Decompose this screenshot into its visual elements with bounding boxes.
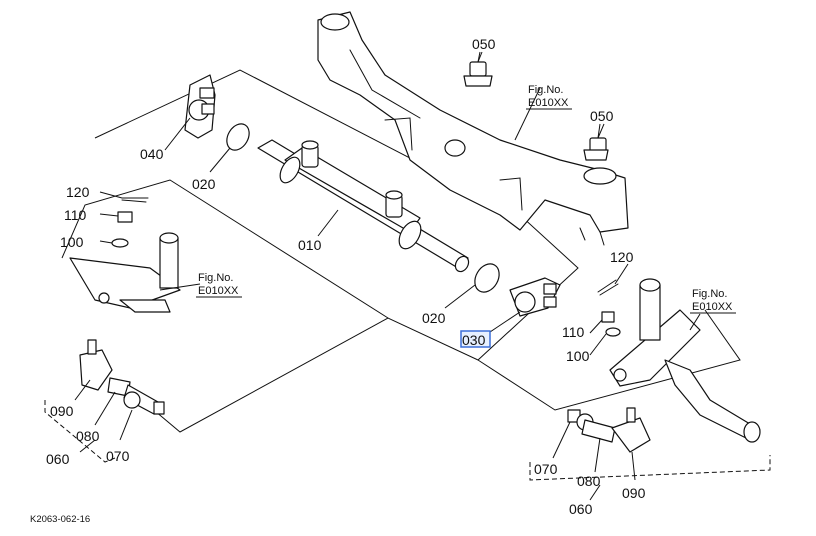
diagram-code: K2063-062-16: [30, 514, 90, 525]
svg-text:E010XX: E010XX: [692, 301, 733, 313]
nut-110-left: [117, 211, 133, 223]
svg-text:E010XX: E010XX: [198, 285, 239, 297]
left-knuckle: [69, 232, 181, 313]
fig-ref-right: Fig.No. E010XX: [690, 288, 736, 314]
tie-rod-right: [567, 407, 651, 453]
washer-100-left: [111, 238, 129, 248]
left-outline: [61, 179, 389, 319]
svg-text:E010XX: E010XX: [528, 97, 569, 109]
bracket-030: [509, 277, 561, 317]
callout-050-right[interactable]: 050: [590, 108, 614, 124]
svg-text:Fig.No.: Fig.No.: [528, 84, 563, 96]
cotter-pin-120-right: [597, 279, 619, 296]
callout-090-right[interactable]: 090: [622, 485, 646, 501]
callout-120-right[interactable]: 120: [610, 249, 634, 265]
svg-text:Fig.No.: Fig.No.: [692, 288, 727, 300]
bolt-050-right: [583, 123, 609, 161]
leader-lines: [74, 51, 701, 501]
callout-030[interactable]: 030: [462, 332, 486, 348]
left-group-bracket: [44, 400, 116, 463]
right-knuckle: [609, 278, 761, 443]
nut-110-right: [601, 311, 615, 323]
callout-110-right[interactable]: 110: [562, 324, 585, 340]
bolt-050-top: [463, 51, 493, 87]
washer-100-right: [605, 327, 621, 337]
svg-text:Fig.No.: Fig.No.: [198, 272, 233, 284]
o-ring-020-left: [226, 123, 250, 151]
callout-040[interactable]: 040: [140, 146, 164, 162]
callout-010[interactable]: 010: [298, 237, 322, 253]
bracket-040: [184, 74, 216, 139]
cotter-pin-120-left: [121, 197, 149, 203]
callout-030-highlight: [460, 330, 491, 348]
callout-110-left[interactable]: 110: [64, 207, 87, 223]
callout-070-left[interactable]: 070: [106, 448, 130, 464]
callout-100-right[interactable]: 100: [566, 348, 590, 364]
callout-100-left[interactable]: 100: [60, 234, 84, 250]
callout-080-right[interactable]: 080: [577, 473, 601, 489]
fig-ref-left: Fig.No. E010XX: [196, 272, 242, 298]
right-group-bracket: [529, 455, 771, 481]
callout-070-right[interactable]: 070: [534, 461, 558, 477]
cylinder-010: [257, 139, 470, 273]
callout-060-right[interactable]: 060: [569, 501, 593, 517]
callout-020-right[interactable]: 020: [422, 310, 446, 326]
right-outline: [477, 309, 741, 411]
callout-050-top[interactable]: 050: [472, 36, 496, 52]
callout-090-left[interactable]: 090: [50, 403, 74, 419]
o-ring-020-right: [474, 263, 500, 293]
front-axle-frame: [317, 11, 629, 246]
tie-rod-left: [79, 339, 165, 415]
callout-120-left[interactable]: 120: [66, 184, 90, 200]
callout-080-left[interactable]: 080: [76, 428, 100, 444]
callout-020-left[interactable]: 020: [192, 176, 216, 192]
callout-060-left[interactable]: 060: [46, 451, 70, 467]
fig-ref-top: Fig.No. E010XX: [526, 84, 572, 110]
